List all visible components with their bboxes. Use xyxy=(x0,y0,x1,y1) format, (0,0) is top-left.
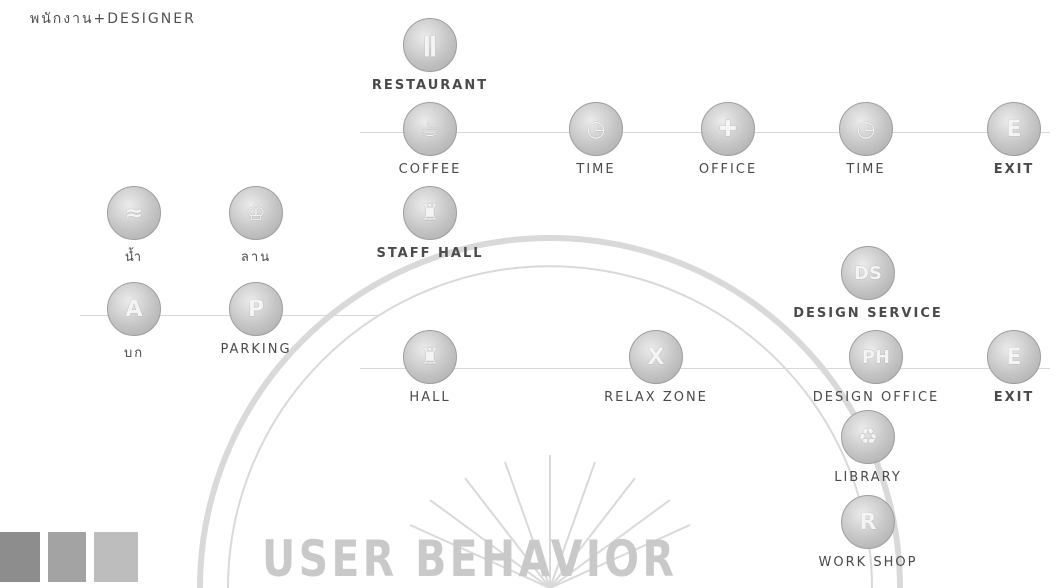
node-exit-2: E EXIT xyxy=(924,330,1057,414)
parking-icon: P xyxy=(229,282,283,336)
letter-a-icon: A xyxy=(107,282,161,336)
node-relax-zone: X RELAX ZONE xyxy=(566,330,746,414)
node-letter-a: A บก xyxy=(44,282,224,366)
node-label: RELAX ZONE xyxy=(604,390,708,405)
node-label: WORK SHOP xyxy=(818,555,918,570)
clock-icon: ◷ xyxy=(839,102,893,156)
node-label: STAFF HALL xyxy=(376,246,484,261)
node-label: EXIT xyxy=(993,390,1035,405)
node-hall: ♜ HALL xyxy=(340,330,520,414)
user-behavior-heading: USER BEHAVIOR xyxy=(262,530,678,588)
node-label: HALL xyxy=(409,390,451,405)
node-label: น้ำ xyxy=(124,250,144,265)
node-plaza: ♔ ลาน xyxy=(166,186,346,270)
design-service-icon: DS xyxy=(841,246,895,300)
exit-icon: E xyxy=(987,102,1041,156)
node-time-2: ◷ TIME xyxy=(776,102,956,186)
node-label: ลาน xyxy=(240,250,272,265)
design-office-icon: PH xyxy=(849,330,903,384)
node-water: ≈ น้ำ xyxy=(44,186,224,270)
node-design-office: PH DESIGN OFFICE xyxy=(786,330,966,414)
node-label: LIBRARY xyxy=(834,470,902,485)
node-time-1: ◷ TIME xyxy=(506,102,686,186)
node-label: EXIT xyxy=(993,162,1035,177)
legend-square xyxy=(94,532,138,582)
node-label: TIME xyxy=(846,162,886,177)
clock-icon: ◷ xyxy=(569,102,623,156)
exit-icon: E xyxy=(987,330,1041,384)
node-staff-hall: ♜ STAFF HALL xyxy=(340,186,520,270)
staff-hall-icon: ♜ xyxy=(403,186,457,240)
coffee-cup-icon: ☕ xyxy=(403,102,457,156)
node-coffee: ☕ COFFEE xyxy=(340,102,520,186)
legend-square xyxy=(0,532,40,582)
node-label: OFFICE xyxy=(698,162,758,177)
node-parking: P PARKING xyxy=(166,282,346,366)
node-label: PARKING xyxy=(220,342,292,357)
node-label: DESIGN SERVICE xyxy=(793,306,943,321)
utensils-icon: ǁ xyxy=(403,18,457,72)
node-label: TIME xyxy=(576,162,616,177)
node-label: COFFEE xyxy=(398,162,462,177)
node-label: DESIGN OFFICE xyxy=(812,390,940,405)
office-icon: ✚ xyxy=(701,102,755,156)
legend-square xyxy=(48,532,86,582)
workshop-icon: R xyxy=(841,495,895,549)
node-label: บก xyxy=(123,346,145,361)
node-restaurant: ǁ RESTAURANT xyxy=(340,18,520,102)
page-title: พนักงาน+DESIGNER xyxy=(30,11,196,27)
library-icon: ♻ xyxy=(841,410,895,464)
node-work-shop: R WORK SHOP xyxy=(778,495,958,579)
plaza-icon: ♔ xyxy=(229,186,283,240)
node-library: ♻ LIBRARY xyxy=(778,410,958,494)
relax-icon: X xyxy=(629,330,683,384)
node-office: ✚ OFFICE xyxy=(638,102,818,186)
node-design-service: DS DESIGN SERVICE xyxy=(778,246,958,330)
hall-icon: ♜ xyxy=(403,330,457,384)
node-exit-1: E EXIT xyxy=(924,102,1057,186)
water-icon: ≈ xyxy=(107,186,161,240)
node-label: RESTAURANT xyxy=(371,78,489,93)
